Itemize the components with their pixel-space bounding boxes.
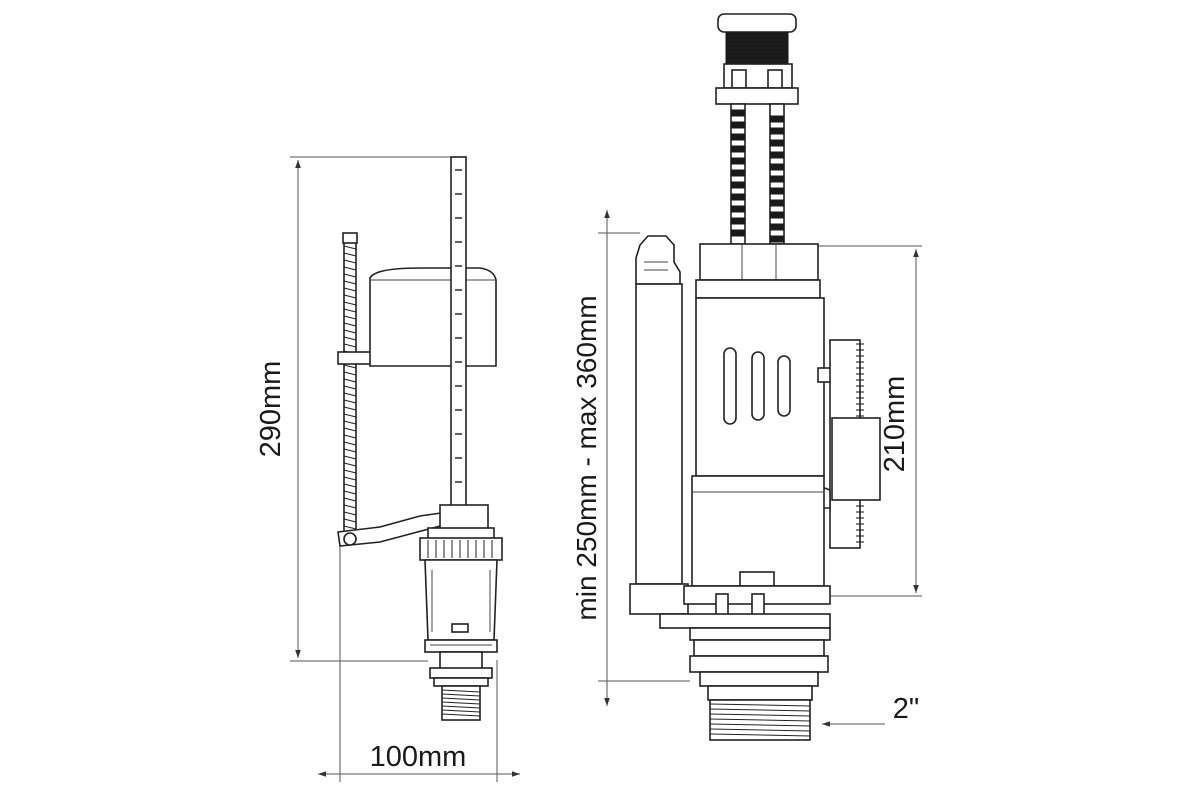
side-float [797,339,881,549]
push-button [715,13,799,105]
outlet-size-label: 2" [893,693,919,725]
float-cup [369,267,497,367]
overflow-pipe [629,235,689,615]
height-dimension-line [290,156,458,662]
connecting-rods [730,103,785,245]
range-dimension-line [598,210,690,706]
flush-height-dimension-line [818,245,922,597]
float-rod [450,156,467,518]
threaded-rod [342,232,358,536]
valve-head [419,504,503,561]
flush-height-label-210mm: 210mm [879,376,911,473]
rod-clip [337,351,375,365]
width-dimension-line [318,540,520,782]
threaded-tail [429,651,493,721]
fill-valve-drawing: 290mm 100mm [255,156,520,782]
valve-body [424,559,498,653]
width-label-100mm: 100mm [370,741,467,773]
valve-housing [695,243,839,477]
outlet-thread [689,655,829,741]
valve-lower-body [659,475,831,657]
flush-valve-drawing: min 250mm - max 360mm 210mm 2" [571,13,922,741]
range-label: min 250mm - max 360mm [571,295,602,620]
height-label-290mm: 290mm [255,361,287,458]
